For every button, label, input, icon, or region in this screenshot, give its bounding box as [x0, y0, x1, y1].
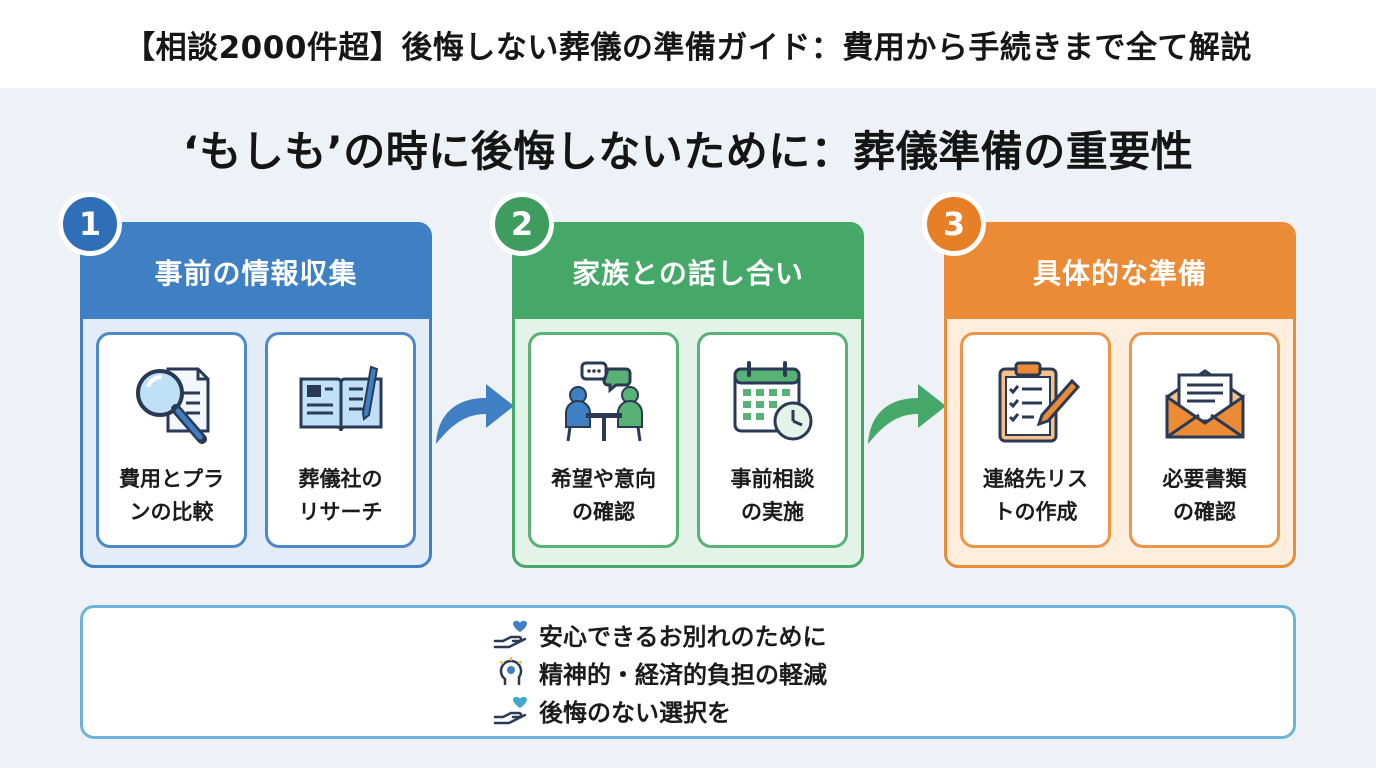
benefit-text: 精神的・経済的負担の軽減 [539, 660, 827, 689]
benefit-item: 精神的・経済的負担の軽減 [493, 655, 883, 689]
arrow-right-blue-icon [436, 384, 514, 444]
card-required-documents: 必要書類 の確認 [1129, 332, 1280, 548]
step-3-number-badge: 3 [922, 192, 986, 256]
card-label: 連絡先リス トの作成 [983, 467, 1088, 524]
envelope-letter-icon [1165, 369, 1244, 439]
magnifier-document-icon [135, 367, 209, 444]
benefit-item: 安心できるお別れのために [493, 617, 883, 651]
card-label: 葬儀社の リサーチ [298, 467, 383, 524]
card-label: 事前相談 の実施 [730, 467, 815, 524]
calendar-clock-icon [733, 361, 812, 441]
people-conversation-icon [564, 361, 643, 442]
page-title: 【相談2000件超】後悔しない葬儀の準備ガイド：費用から手続きまで全て解説 [124, 29, 1252, 66]
card-pre-consultation: 事前相談 の実施 [697, 332, 848, 548]
step-2-title: 家族との話し合い [515, 225, 861, 319]
top-title-bar: 【相談2000件超】後悔しない葬儀の準備ガイド：費用から手続きまで全て解説 [0, 0, 1376, 88]
card-label: 必要書類 の確認 [1162, 467, 1247, 524]
benefit-text: 安心できるお別れのために [539, 622, 827, 651]
benefit-item: 後悔のない選択を [493, 693, 883, 727]
benefit-text: 後悔のない選択を [539, 698, 731, 727]
step-1-panel: 事前の情報収集 1 費用とプラ ンの比較 [58, 192, 432, 568]
hand-heart-icon [493, 696, 527, 725]
step-2-number-badge: 2 [490, 192, 554, 256]
step-1-number-badge: 1 [58, 192, 122, 256]
step-3-panel: 具体的な準備 3 連絡先リス トの作成 [922, 192, 1296, 568]
benefits-box: 安心できるお別れのために 精神的・経済的負担の軽減 後悔のない選択を [80, 605, 1296, 739]
arrow-right-green-icon [868, 384, 946, 444]
clipboard-checklist-icon [998, 361, 1080, 443]
card-wishes-confirmation: 希望や意向 の確認 [528, 332, 679, 548]
step-1-title: 事前の情報収集 [83, 225, 429, 319]
open-book-icon [299, 365, 382, 432]
step-2-panel: 家族との話し合い 2 希望や意向 の確認 [490, 192, 864, 568]
card-label: 費用とプラ ンの比較 [119, 467, 224, 524]
card-cost-plan-compare: 費用とプラ ンの比較 [96, 332, 247, 548]
card-label: 希望や意向 の確認 [551, 467, 656, 524]
head-lightbulb-icon [499, 657, 523, 685]
card-funeral-company-research: 葬儀社の リサーチ [265, 332, 416, 548]
hand-heart-icon [493, 620, 527, 649]
headline: ‘もしも’の時に後悔しないために：葬儀準備の重要性 [182, 127, 1194, 176]
step-3-title: 具体的な準備 [947, 225, 1293, 319]
card-contact-list: 連絡先リス トの作成 [960, 332, 1111, 548]
